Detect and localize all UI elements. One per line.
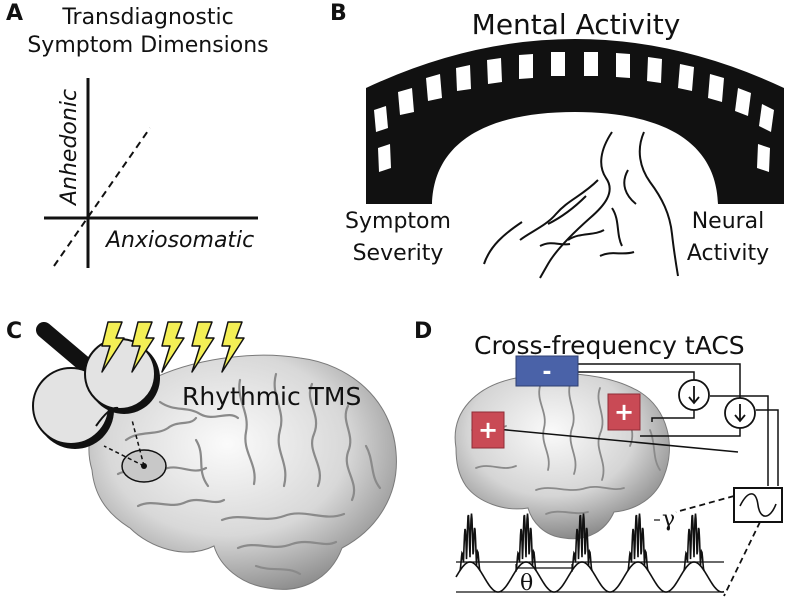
lightning-icon [221, 321, 245, 373]
gamma-symbol: γ [662, 507, 675, 532]
tacs-title: Cross-frequency tACS [474, 331, 745, 360]
electrode-plus-right: + [607, 393, 641, 431]
lightning-bolts [101, 321, 245, 373]
panel-b-letter: B [330, 1, 347, 26]
theta-symbol: θ [520, 571, 533, 596]
bridge-windows [374, 52, 774, 172]
diagonal-dashed-line [53, 127, 151, 267]
neural-label-line1: Neural [692, 209, 765, 234]
lightning-icon [191, 321, 215, 373]
neural-label-line2: Activity [687, 241, 769, 266]
zoom-line-bottom [723, 521, 761, 597]
symptom-label-line1: Symptom [345, 209, 451, 234]
theta-gamma-waveform [455, 513, 725, 593]
panel-a-letter: A [6, 1, 23, 26]
panel-a-title-line1: Transdiagnostic [61, 5, 233, 30]
electrode-minus: - [515, 355, 579, 387]
brain-left [88, 354, 397, 590]
lightning-icon [131, 321, 155, 373]
rhythmic-tms-label: Rhythmic TMS [182, 382, 361, 411]
symptom-label-line2: Severity [353, 241, 444, 266]
tms-focus-line-1 [131, 419, 145, 467]
river [483, 131, 679, 279]
electrode-plus-left-sign: + [478, 416, 498, 444]
electrode-plus-left: + [471, 411, 505, 449]
x-axis-label: Anxiosomatic [104, 228, 254, 253]
panel-c-letter: C [6, 319, 22, 344]
bridge-arch [366, 39, 784, 204]
current-source-1 [678, 379, 710, 411]
electrode-plus-right-sign: + [614, 398, 634, 426]
panel-a-title-line2: Symptom Dimensions [27, 33, 268, 58]
tms-focus-line-2 [103, 445, 145, 467]
zoom-line-top [675, 495, 735, 513]
current-source-2 [724, 397, 756, 429]
lightning-icon [101, 321, 125, 373]
theta-period-marker [515, 564, 573, 572]
lightning-icon [161, 321, 185, 373]
bridge-label: Mental Activity [472, 8, 681, 41]
panel-d-letter: D [414, 319, 432, 344]
panel-d: D Cross-frequency tACS [414, 319, 783, 597]
y-axis-label: Anhedonic [57, 89, 82, 207]
panel-a: A Transdiagnostic Symptom Dimensions Anh… [6, 1, 269, 268]
panel-c: C [6, 319, 397, 590]
electrode-minus-sign: - [542, 360, 551, 385]
panel-b: B Mental Activity [330, 1, 784, 279]
waveform-generator [733, 487, 783, 523]
